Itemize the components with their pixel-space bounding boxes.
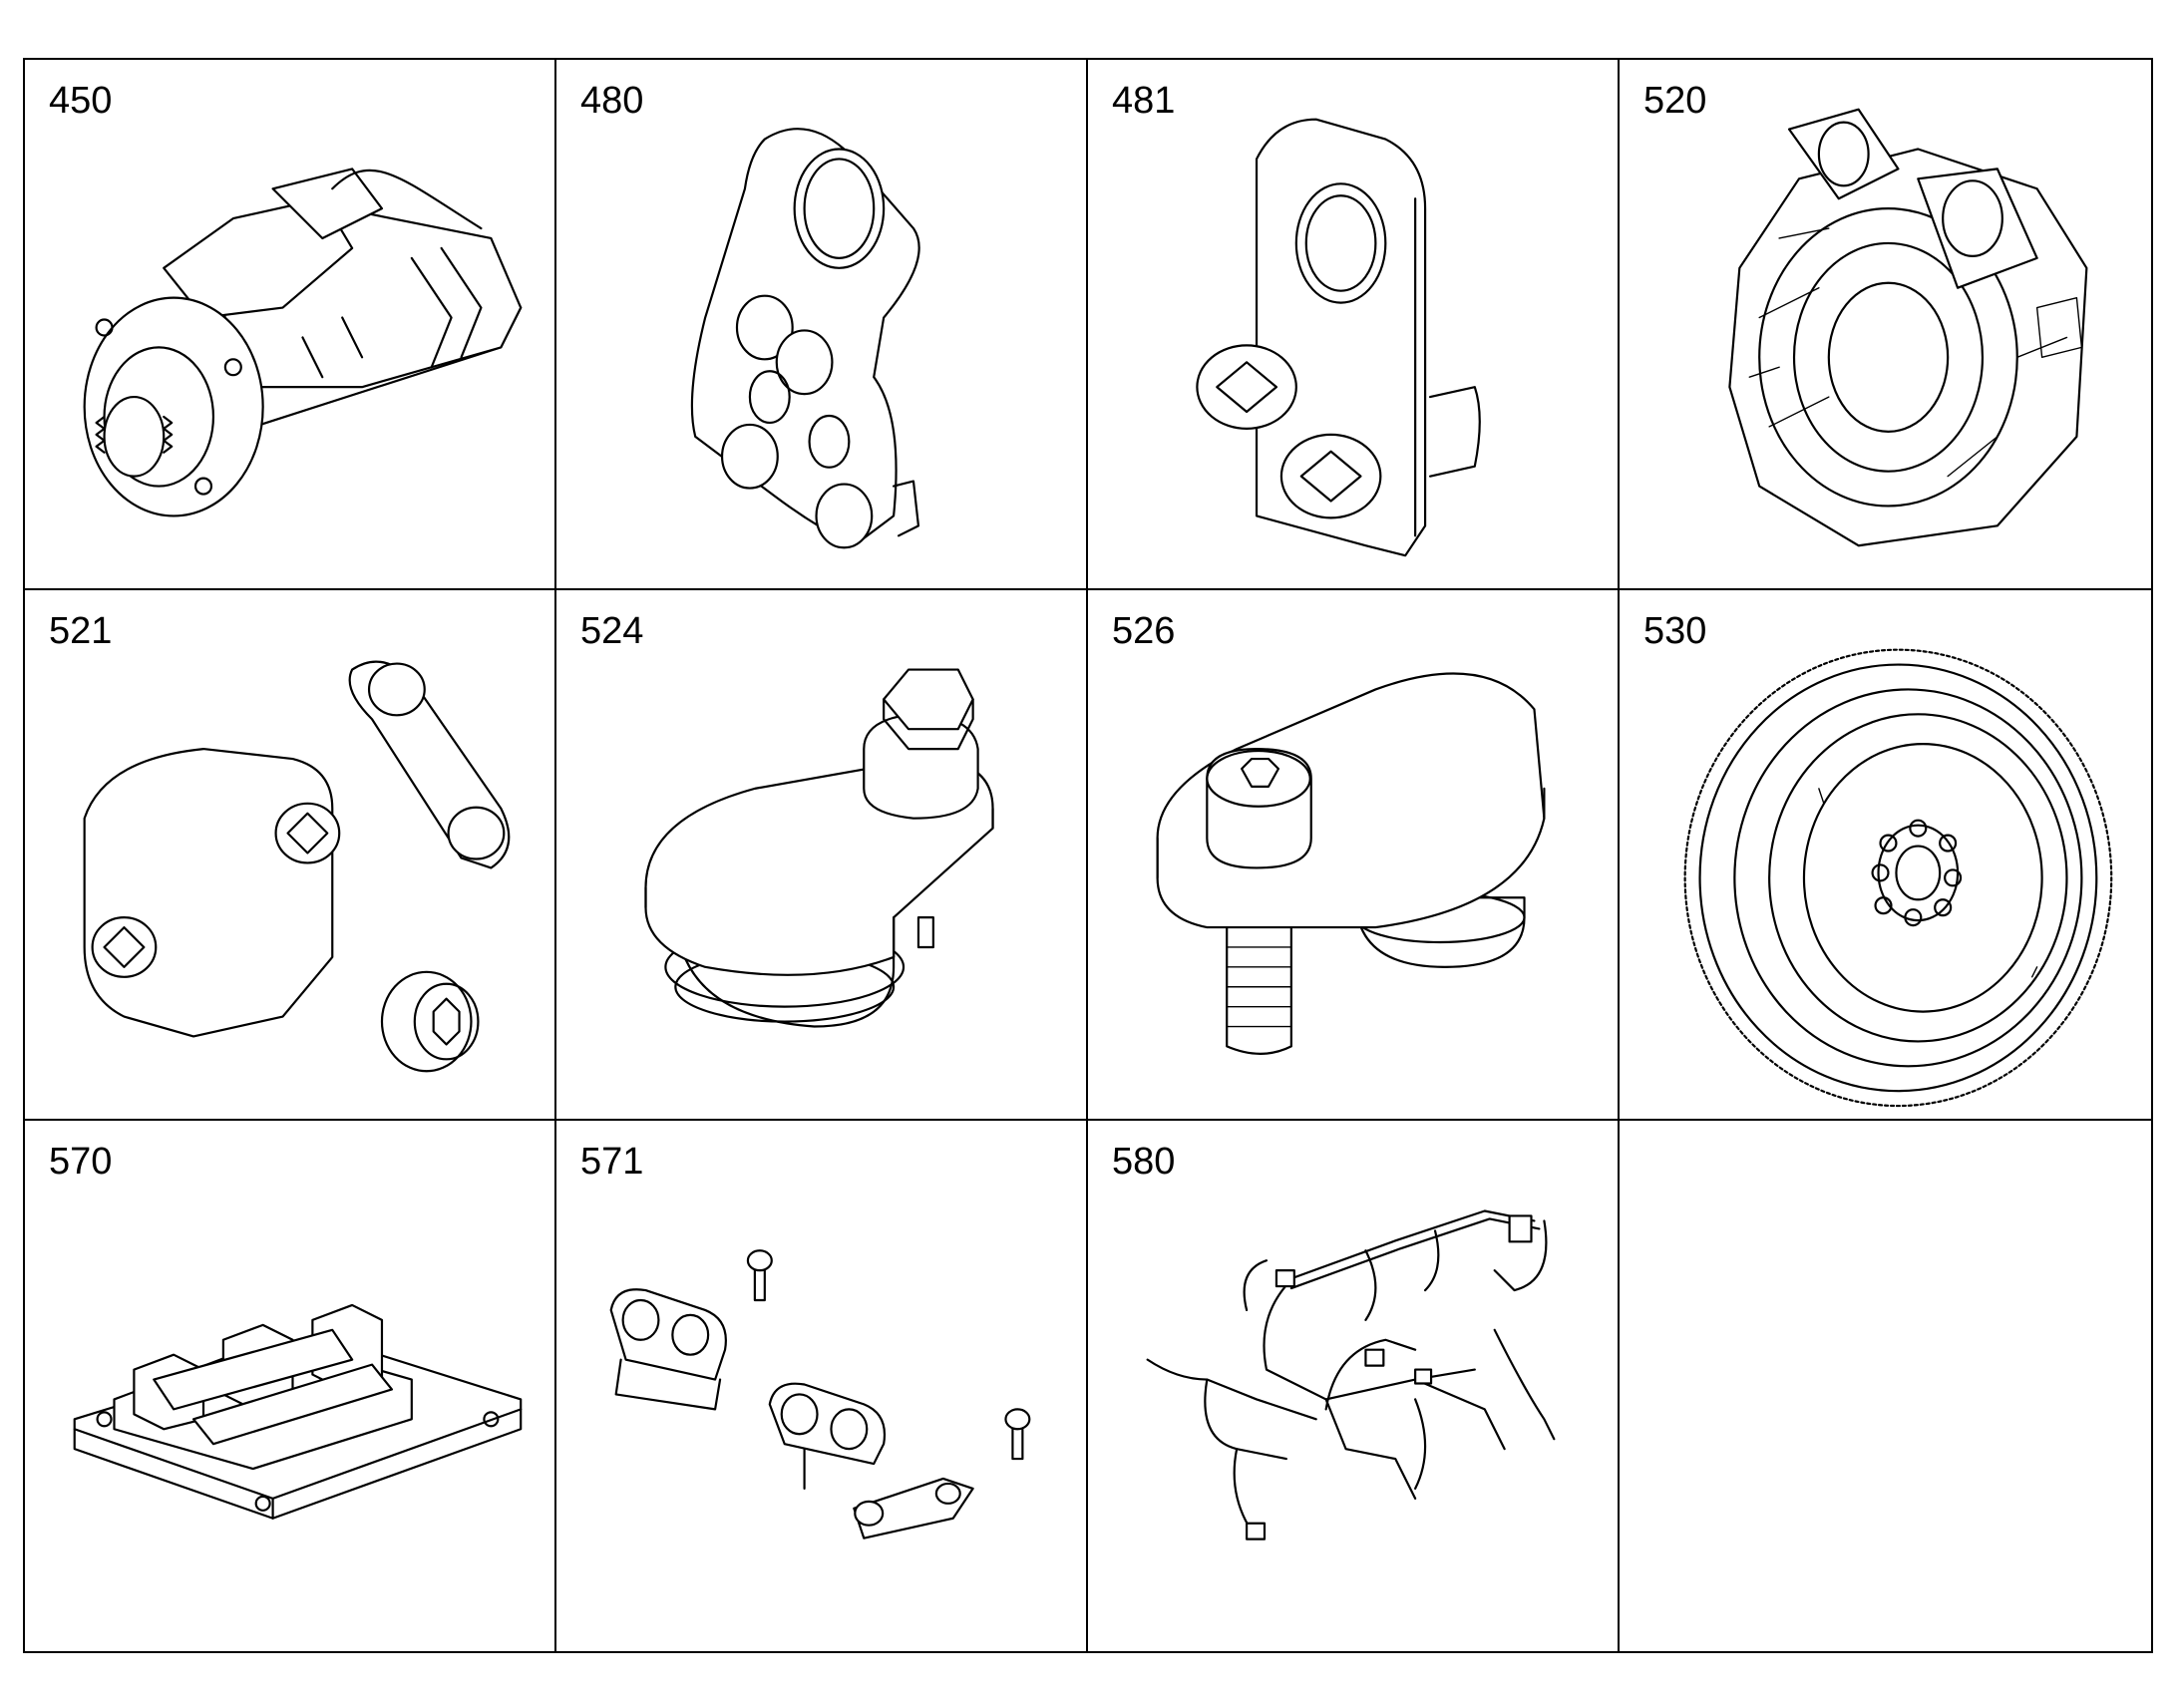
part-number: 481: [1112, 80, 1176, 122]
part-cell-520[interactable]: 520: [1620, 60, 2151, 590]
wiring-harness-icon: [1146, 1209, 1556, 1540]
part-number: 580: [1112, 1141, 1176, 1183]
part-number: 570: [49, 1141, 113, 1183]
starter-motor-icon: [83, 168, 523, 517]
cover-with-socket-screw-icon: [1156, 672, 1546, 1055]
part-cell-526[interactable]: 526: [1088, 590, 1620, 1121]
part-cell-530[interactable]: 530: [1620, 590, 2151, 1121]
part-cell-571[interactable]: 571: [556, 1121, 1088, 1651]
part-cell-521[interactable]: 521: [25, 590, 556, 1121]
lifting-bracket-icon: [1196, 118, 1481, 557]
part-number: 480: [580, 80, 644, 122]
part-cell-481[interactable]: 481: [1088, 60, 1620, 590]
part-number: 530: [1643, 610, 1707, 652]
part-number: 521: [49, 610, 113, 652]
empty-cell: [1620, 1121, 2151, 1651]
part-cell-480[interactable]: 480: [556, 60, 1088, 590]
cover-with-bolt-icon: [644, 668, 994, 1028]
part-cell-570[interactable]: 570: [25, 1121, 556, 1651]
mounting-clamps-icon: [609, 1249, 1031, 1539]
lifting-bracket-icon: [690, 128, 920, 549]
part-number: 524: [580, 610, 644, 652]
engine-control-unit-icon: [73, 1303, 523, 1520]
part-number: 571: [580, 1141, 644, 1183]
flywheel-housing-icon: [1728, 108, 2088, 547]
cover-plate-kit-icon: [83, 660, 511, 1073]
part-number: 520: [1643, 80, 1707, 122]
part-number: 450: [49, 80, 113, 122]
parts-grid: 450 480: [23, 58, 2153, 1653]
part-cell-450[interactable]: 450: [25, 60, 556, 590]
part-cell-524[interactable]: 524: [556, 590, 1088, 1121]
part-number: 526: [1112, 610, 1176, 652]
part-cell-580[interactable]: 580: [1088, 1121, 1620, 1651]
flywheel-icon: [1683, 648, 2113, 1108]
